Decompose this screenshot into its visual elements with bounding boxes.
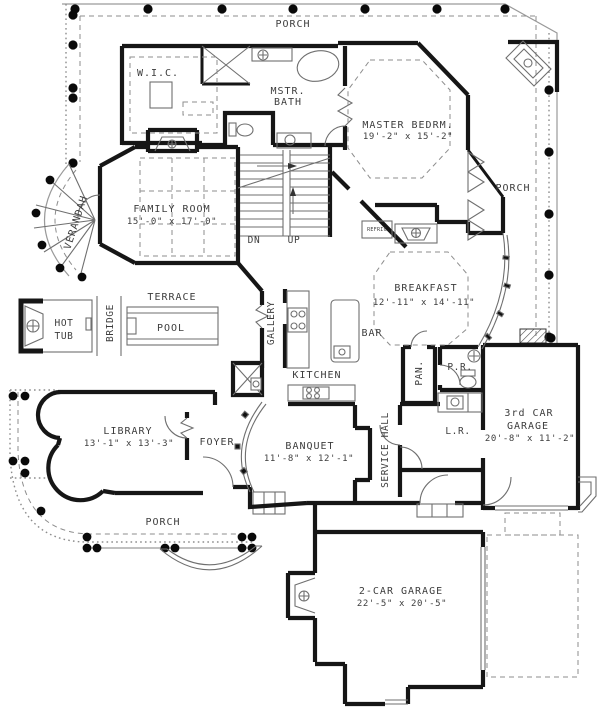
label-master-bedrm: MASTER BEDRM.	[362, 120, 453, 131]
label-mstr-bath-1: MSTR.	[270, 86, 305, 97]
label-porch-top: PORCH	[275, 19, 310, 30]
fixtures	[18, 39, 560, 614]
verandah	[31, 163, 96, 282]
label-family-dims: 15'-0" x 17'-0"	[127, 217, 217, 227]
label-tub: TUB	[55, 331, 74, 342]
label-pantry: PAN.	[414, 360, 425, 385]
bar-island	[330, 299, 360, 363]
label-porch-right: PORCH	[495, 183, 530, 194]
refrigerator	[361, 220, 393, 239]
label-up: UP	[288, 235, 301, 246]
porch-columns	[68, 4, 554, 342]
vanity-2	[276, 132, 312, 149]
bathtub	[296, 50, 340, 82]
label-pool: POOL	[157, 323, 185, 334]
stairs	[237, 150, 331, 237]
breakfast-bay	[477, 232, 510, 350]
back-steps	[416, 503, 464, 518]
label-banquet: BANQUET	[285, 441, 334, 452]
label-terrace: TERRACE	[147, 292, 196, 303]
label-bar: BAR	[361, 328, 382, 339]
dashed-details	[129, 56, 469, 346]
pr-sink	[467, 349, 481, 363]
corner-fireplace	[505, 39, 560, 92]
wic-shelf	[149, 81, 173, 109]
label-foyer: FOYER	[199, 437, 234, 448]
label-wic: W.I.C.	[137, 68, 179, 79]
label-dn: DN	[248, 235, 261, 246]
laundry-counter	[437, 392, 483, 413]
label-garage3-2: GARAGE	[507, 421, 549, 432]
label-bridge: BRIDGE	[105, 304, 116, 342]
label-garage2: 2-CAR GARAGE	[359, 586, 443, 597]
label-family-room: FAMILY ROOM	[133, 204, 210, 215]
masonry-pier	[519, 328, 547, 344]
label-porch-bottom: PORCH	[145, 517, 180, 528]
label-refrig: REFRIG	[367, 227, 387, 233]
range	[287, 307, 308, 333]
label-powder-room: P.R.	[447, 362, 472, 373]
labels: PORCH PORCH PORCH W.I.C. MSTR. BATH MAST…	[55, 19, 575, 609]
fireplace	[154, 136, 191, 152]
label-garage3-1: 3rd CAR	[504, 408, 553, 419]
label-hot: HOT	[55, 318, 74, 329]
back-porch-right	[578, 476, 597, 513]
stair-arrow-up	[290, 187, 296, 196]
porch-columns-bottom	[8, 391, 257, 553]
vanity	[251, 47, 293, 62]
label-garage3-dims: 20'-8" x 11'-2"	[485, 434, 575, 444]
motor-court	[486, 512, 579, 678]
stair-arrow-dn	[288, 163, 297, 169]
kitchen-counter	[286, 290, 310, 369]
porch-band	[62, 3, 558, 345]
label-verandah: VERANDAH	[63, 194, 91, 251]
label-gallery: GALLERY	[266, 301, 277, 345]
label-service-hall: SERVICE HALL	[380, 412, 391, 488]
walls	[35, 40, 581, 707]
shower	[201, 45, 251, 85]
porch-bottom-left	[8, 389, 286, 571]
label-mstr-bath-2: BATH	[274, 97, 302, 108]
bridge-deck	[96, 296, 122, 356]
label-garage2-dims: 22'-5" x 20'-5"	[357, 599, 447, 609]
porch-steps	[159, 545, 263, 571]
label-library-dims: 13'-1" x 13'-3"	[84, 439, 174, 449]
label-kitchen: KITCHEN	[292, 370, 341, 381]
label-master-dims: 19'-2" x 15'-2"	[363, 132, 453, 142]
garage-doors	[385, 505, 568, 705]
label-library: LIBRARY	[103, 426, 152, 437]
label-banquet-dims: 11'-8" x 12'-1"	[264, 454, 354, 464]
pr-toilet	[459, 375, 477, 389]
label-laundry: L.R.	[445, 426, 470, 437]
label-breakfast: BREAKFAST	[394, 283, 457, 294]
label-breakfast-dims: 12'-11" x 14'-11"	[373, 298, 475, 308]
banquet-colonnade	[240, 401, 267, 493]
